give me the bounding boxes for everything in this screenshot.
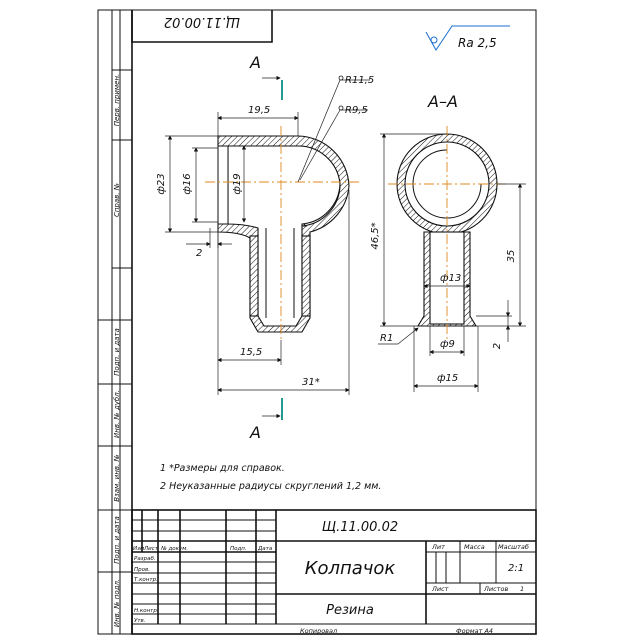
role-checker: Пров.	[134, 567, 150, 573]
role-norm-control: Н.контр.	[134, 608, 159, 614]
dim-46-5: 46,5*	[370, 222, 381, 249]
dim-d9: ф9	[440, 339, 455, 350]
roughness-mark: Ra 2,5	[425, 25, 510, 51]
dim-d23: ф23	[156, 173, 167, 194]
lit-label: Лит	[431, 543, 445, 551]
section-letter-bottom: A	[249, 423, 261, 442]
title-block: Щ.11.00.02 Колпачок Резина Лит Масса Мас…	[131, 509, 537, 635]
sheets-count: 1	[520, 585, 524, 593]
side-label: Перв. примен.	[113, 74, 121, 127]
role-approved: Утв.	[134, 618, 146, 624]
section-title: А–А	[427, 92, 458, 111]
dim-d19: ф19	[232, 173, 243, 194]
header-izm: Изм	[133, 546, 144, 552]
top-number-box: Щ.11.00.02	[131, 10, 273, 43]
sheet-label: Лист	[431, 585, 449, 593]
material: Резина	[326, 603, 374, 618]
title-drawing-number: Щ.11.00.02	[322, 520, 398, 535]
side-label: Справ. №	[113, 183, 121, 217]
section-dimensions: 46,5* 35 ф13 R1 ф9 2 ф15	[370, 133, 526, 392]
side-labels: Перв. примен. Справ. № Подп. и дата Инв.…	[113, 74, 121, 627]
dim-19-5: 19,5	[248, 105, 270, 116]
side-label: Взам. инв. №	[113, 454, 121, 502]
header-doc: № докум.	[160, 546, 188, 552]
dim-wall-2: 2	[196, 248, 202, 259]
side-label: Подп. и дата	[113, 516, 121, 564]
cutting-plane-top: A	[249, 53, 283, 100]
dim-r1: R1	[380, 333, 393, 344]
drawing-number-mirrored: Щ.11.00.02	[164, 14, 240, 29]
side-label: Подп. и дата	[113, 328, 121, 376]
notes: 1 *Размеры для справок. 2 Неуказанные ра…	[160, 463, 381, 492]
dim-h2: 2	[492, 343, 503, 349]
main-view	[205, 126, 360, 340]
section-letter-top: A	[249, 53, 261, 72]
mass-label: Масса	[464, 543, 485, 551]
dim-35: 35	[506, 250, 517, 263]
dim-31: 31*	[302, 377, 320, 388]
header-list: Лист	[143, 546, 159, 552]
main-dimensions: 19,5 R11,5 R9,5 ф23 ф16 ф19 2 15,5	[156, 75, 374, 395]
note-2: 2 Неуказанные радиусы скруглений 1,2 мм.	[160, 481, 381, 492]
header-date: Дата	[257, 546, 273, 552]
copied-label: Копировал	[300, 627, 337, 635]
role-developer: Разраб.	[134, 556, 156, 562]
dim-r9-5: R9,5	[345, 105, 368, 116]
side-label: Инв. № дубл.	[113, 390, 121, 438]
part-name: Колпачок	[305, 558, 396, 579]
scale-label: Масштаб	[498, 543, 529, 551]
scale-value: 2:1	[508, 563, 524, 574]
format-label: Формат А4	[456, 627, 493, 635]
side-label: Инв. № подл.	[113, 579, 121, 627]
role-tech-control: Т.контр.	[134, 577, 158, 583]
sheets-label: Листов	[483, 585, 508, 593]
dim-d16: ф16	[182, 173, 193, 194]
dim-d15: ф15	[437, 373, 458, 384]
section-view: А–А	[388, 92, 506, 340]
roughness-text: Ra 2,5	[458, 36, 497, 50]
header-sign: Подп.	[230, 546, 247, 552]
dim-15-5: 15,5	[240, 347, 262, 358]
cutting-plane-bottom: A	[249, 398, 283, 442]
note-1: 1 *Размеры для справок.	[160, 463, 285, 474]
dim-r11-5: R11,5	[345, 75, 374, 86]
dim-d13: ф13	[440, 273, 461, 284]
